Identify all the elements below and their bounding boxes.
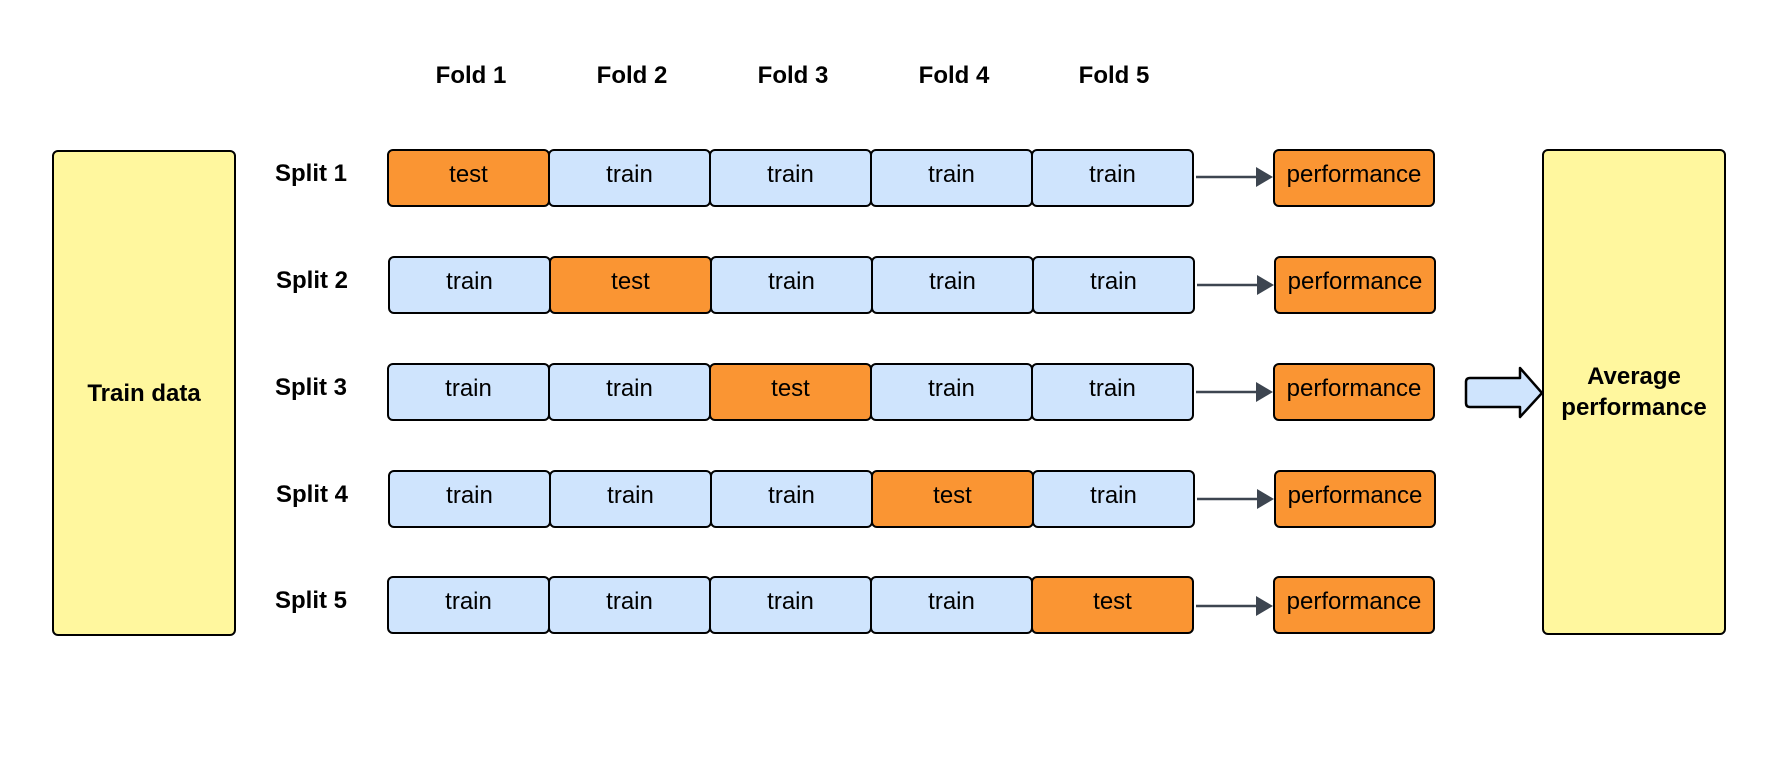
fold-header-4: Fold 4	[918, 62, 990, 89]
split-4-fold-4-cell: test	[871, 470, 1034, 528]
split-3-fold-4-cell: train	[870, 363, 1033, 421]
split-label-4: Split 4	[275, 481, 348, 508]
split-5-fold-5-cell: test	[1031, 576, 1194, 634]
split-2-fold-4-cell: train	[871, 256, 1034, 314]
split-1-fold-3-cell: train	[709, 149, 872, 207]
train-data-box: Train data	[52, 150, 236, 636]
split-row-5: Split 5 train train train train test per…	[0, 576, 1776, 634]
fold-header-3: Fold 3	[757, 62, 829, 89]
fold-header-5: Fold 5	[1078, 62, 1150, 89]
split-4-fold-5-cell: train	[1032, 470, 1195, 528]
split-label-3: Split 3	[274, 374, 347, 401]
average-performance-line2: performance	[1561, 394, 1707, 421]
split-5-arrow	[1196, 596, 1273, 616]
split-3-performance: performance	[1273, 363, 1435, 421]
average-performance-box: Average performance	[1542, 149, 1726, 635]
block-arrow-icon	[1464, 366, 1544, 419]
split-1-performance: performance	[1273, 149, 1435, 207]
split-5-performance: performance	[1273, 576, 1435, 634]
split-2-performance: performance	[1274, 256, 1436, 314]
split-3-fold-2-cell: train	[548, 363, 711, 421]
split-row-2: Split 2 train test train train train per…	[0, 256, 1776, 314]
split-3-arrow	[1196, 382, 1273, 402]
split-label-1: Split 1	[274, 160, 347, 187]
split-4-fold-1-cell: train	[388, 470, 551, 528]
split-5-fold-4-cell: train	[870, 576, 1033, 634]
average-performance-line1: Average	[1587, 363, 1681, 390]
fold-header-2: Fold 2	[596, 62, 668, 89]
split-4-arrow	[1197, 489, 1274, 509]
split-label-5: Split 5	[274, 587, 347, 614]
split-5-fold-3-cell: train	[709, 576, 872, 634]
split-2-fold-1-cell: train	[388, 256, 551, 314]
split-2-arrow	[1197, 275, 1274, 295]
split-4-performance: performance	[1274, 470, 1436, 528]
split-2-fold-2-cell: test	[549, 256, 712, 314]
split-2-fold-5-cell: train	[1032, 256, 1195, 314]
split-2-fold-3-cell: train	[710, 256, 873, 314]
fold-header-1: Fold 1	[435, 62, 507, 89]
split-5-fold-2-cell: train	[548, 576, 711, 634]
split-4-fold-3-cell: train	[710, 470, 873, 528]
split-label-2: Split 2	[275, 267, 348, 294]
split-3-fold-1-cell: train	[387, 363, 550, 421]
split-3-fold-5-cell: train	[1031, 363, 1194, 421]
split-1-fold-5-cell: train	[1031, 149, 1194, 207]
split-1-fold-2-cell: train	[548, 149, 711, 207]
train-data-label: Train data	[87, 379, 201, 407]
split-row-4: Split 4 train train train test train per…	[0, 470, 1776, 528]
split-1-fold-4-cell: train	[870, 149, 1033, 207]
split-1-fold-1-cell: test	[387, 149, 550, 207]
split-1-arrow	[1196, 167, 1273, 187]
split-row-3: Split 3 train train test train train per…	[0, 363, 1776, 421]
split-row-1: Split 1 test train train train train per…	[0, 149, 1776, 207]
